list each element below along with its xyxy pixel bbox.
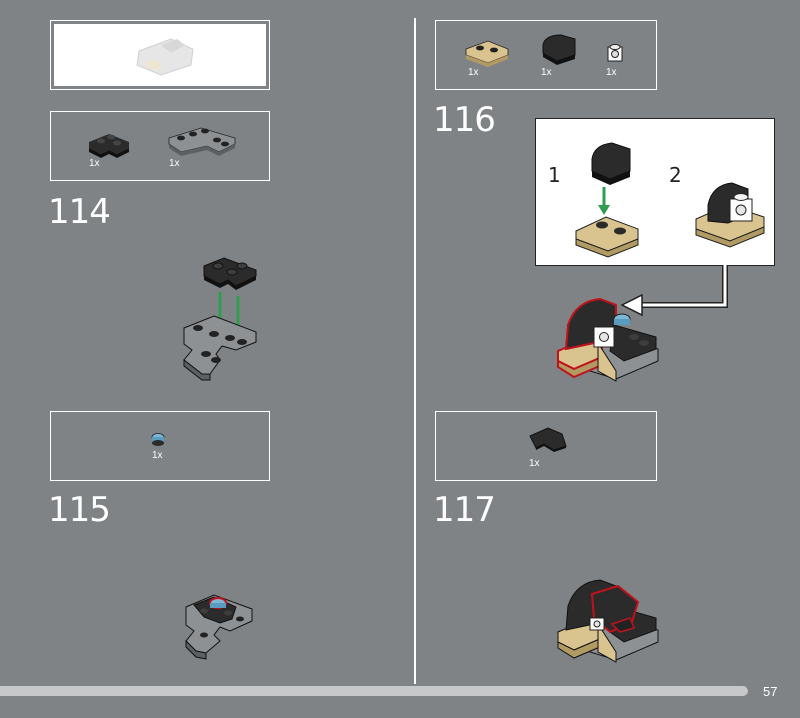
step114-assembly — [183, 257, 257, 381]
step117-parts-box: 1x — [435, 411, 657, 481]
tan-plate-icon — [465, 40, 509, 67]
dark-curved-slope-icon — [542, 34, 576, 65]
blue-round-stud-icon — [151, 433, 165, 446]
page-divider — [414, 18, 416, 684]
dark-corner-plate-icon — [89, 134, 129, 158]
step-number-115: 115 — [48, 490, 111, 530]
step-number-117: 117 — [433, 490, 496, 530]
substep1-assembly — [575, 142, 639, 258]
step117-assembly — [557, 579, 659, 663]
step115-parts-box: 1x — [50, 411, 270, 481]
step116-assembly — [557, 297, 659, 382]
qty-label: 1x — [468, 67, 479, 78]
step115-assembly — [185, 594, 253, 660]
qty-label: 1x — [541, 67, 552, 78]
qty-label: 1x — [606, 67, 617, 78]
page-number: 57 — [763, 684, 778, 699]
grey-corner-plate-icon — [168, 127, 236, 156]
qty-label: 1x — [89, 158, 100, 169]
faded-model-preview — [136, 38, 194, 76]
step-number-116: 116 — [433, 100, 496, 140]
step-number-114: 114 — [48, 192, 111, 232]
page-progress-bar — [0, 686, 748, 696]
substep-label-2: 2 — [669, 163, 682, 187]
callout-arrow — [620, 265, 728, 317]
sub-assembly-panel: 1 2 — [535, 118, 775, 266]
white-bracket-stud-icon — [607, 44, 623, 62]
qty-label: 1x — [529, 458, 540, 469]
qty-label: 1x — [169, 158, 180, 169]
dark-wedge-tile-icon — [529, 427, 567, 452]
step116-parts-box: 1x 1x 1x — [435, 20, 657, 90]
substep-label-1: 1 — [548, 163, 561, 187]
step114-parts-box: 1x 1x — [50, 111, 270, 181]
qty-label: 1x — [152, 450, 163, 461]
substep2-assembly — [695, 182, 765, 248]
preview-box — [50, 20, 270, 90]
